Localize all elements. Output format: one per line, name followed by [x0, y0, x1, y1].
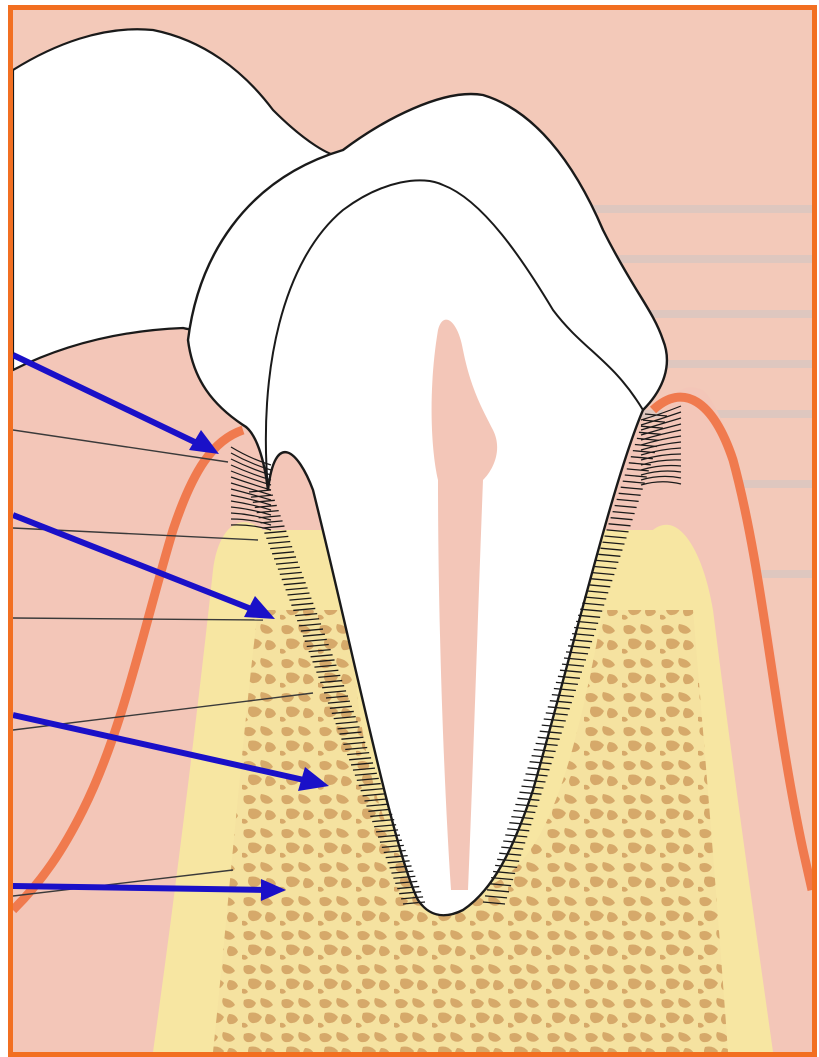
periodontium-diagram: [13, 10, 812, 1052]
figure-frame: [8, 5, 817, 1057]
